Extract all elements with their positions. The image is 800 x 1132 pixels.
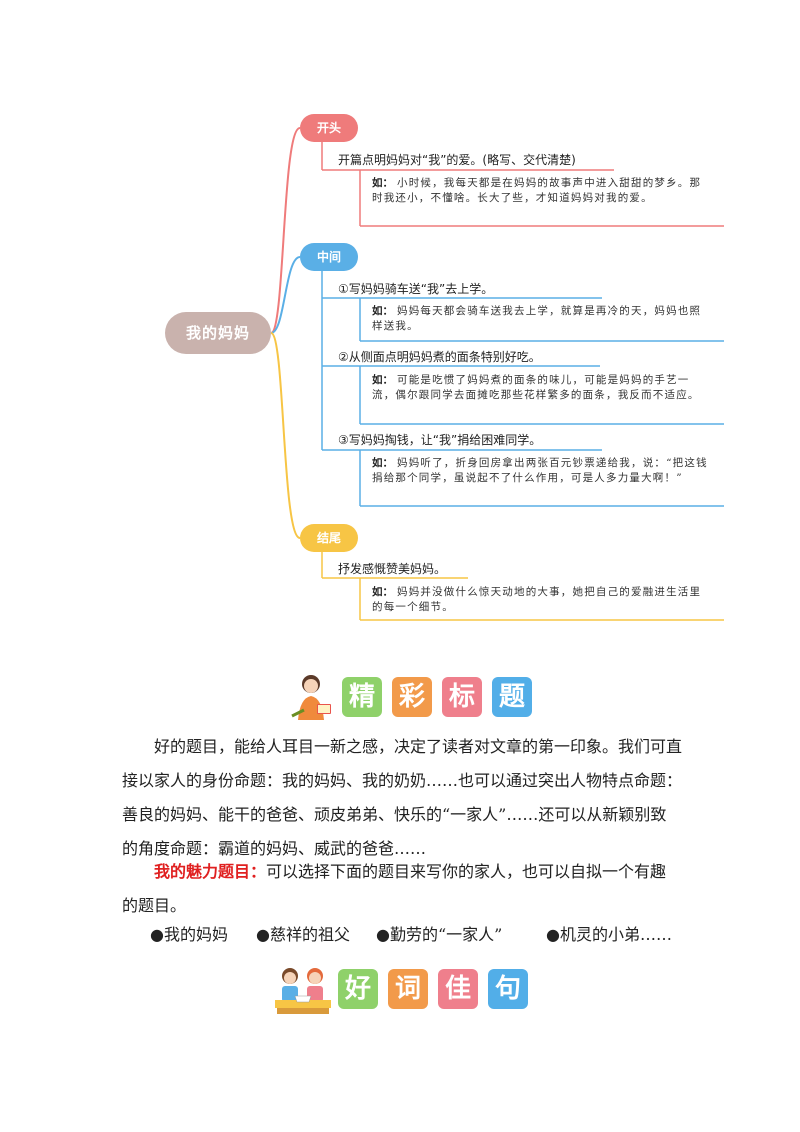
section-banner-phrases: 好 词 佳 句: [272, 962, 538, 1016]
branch-label-opening: 开头: [300, 114, 358, 142]
banner-tile-4: 题: [492, 677, 532, 717]
title-option-3: ●勤劳的“一家人”: [376, 918, 502, 952]
highlight-paragraph: 我的魅力题目：可以选择下面的题目来写你的家人，也可以自拟一个有趣的题目。: [122, 855, 682, 923]
banner-tile-1: 精: [342, 677, 382, 717]
middle-example-3: 如：妈妈听了，折身回房拿出两张百元钞票递给我，说：“把这钱捐给那个同学，虽说起不…: [372, 456, 712, 486]
highlight-label: 我的魅力题目：: [154, 862, 266, 881]
opening-example: 如：小时候，我每天都是在妈妈的故事声中进入甜甜的梦乡。那时我还小，不懂啥。长大了…: [372, 176, 712, 206]
title-option-4: ●机灵的小弟……: [546, 918, 672, 952]
banner-tile-5: 好: [338, 969, 378, 1009]
banner-tile-6: 词: [388, 969, 428, 1009]
banner-tile-7: 佳: [438, 969, 478, 1009]
connector-root-ending: [271, 333, 300, 538]
title-option-1: ●我的妈妈: [150, 918, 228, 952]
branch-label-ending: 结尾: [300, 524, 358, 552]
section-banner-titles: 精 彩 标 题: [284, 670, 542, 724]
opening-heading: 开篇点明妈妈对“我”的爱。(略写、交代清楚): [338, 151, 576, 168]
ending-heading: 抒发感慨赞美妈妈。: [338, 560, 446, 577]
intro-paragraph: 好的题目，能给人耳目一新之感，决定了读者对文章的第一印象。我们可直接以家人的身份…: [122, 730, 682, 866]
banner-tile-2: 彩: [392, 677, 432, 717]
teacher-figure-icon: [284, 670, 338, 724]
middle-heading-1: ①写妈妈骑车送“我”去上学。: [338, 280, 493, 297]
ending-example: 如：妈妈并没做什么惊天动地的大事，她把自己的爱融进生活里的每一个细节。: [372, 585, 712, 615]
middle-example-1: 如：妈妈每天都会骑车送我去上学，就算是再冷的天，妈妈也照样送我。: [372, 304, 712, 334]
middle-heading-3: ③写妈妈掏钱，让“我”捐给困难同学。: [338, 431, 541, 448]
banner-tile-3: 标: [442, 677, 482, 717]
connector-root-opening: [271, 128, 300, 333]
students-reading-icon: [272, 962, 334, 1016]
branch-label-middle: 中间: [300, 243, 358, 271]
middle-example-2: 如：可能是吃惯了妈妈煮的面条的味儿，可能是妈妈的手艺一流，偶尔跟同学去面摊吃那些…: [372, 373, 712, 403]
middle-heading-2: ②从侧面点明妈妈煮的面条特别好吃。: [338, 348, 541, 365]
mind-map-root: 我的妈妈: [165, 312, 271, 354]
banner-tile-8: 句: [488, 969, 528, 1009]
title-option-2: ●慈祥的祖父: [256, 918, 350, 952]
